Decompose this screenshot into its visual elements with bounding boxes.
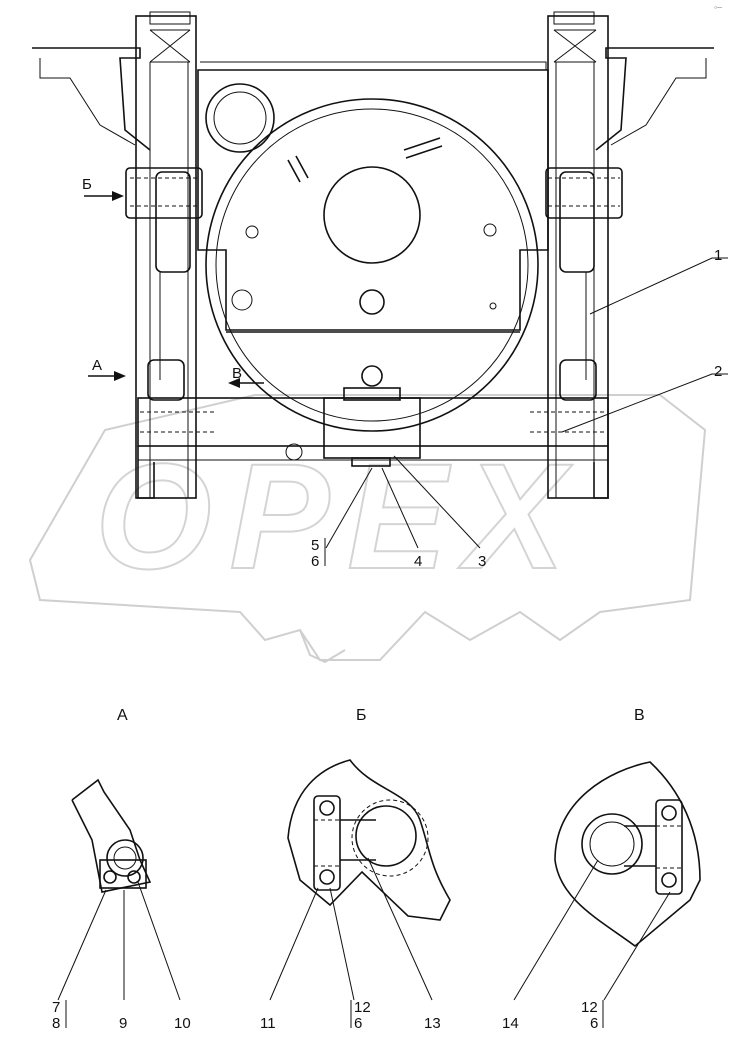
callout-12: 12 xyxy=(354,999,371,1016)
callout-13: 13 xyxy=(424,1015,441,1032)
callout-1: 1 xyxy=(714,247,722,264)
right-bracket xyxy=(595,47,714,151)
callout-6: 6 xyxy=(311,553,319,570)
view-title-a: А xyxy=(117,707,128,724)
callout-6-b: 6 xyxy=(354,1015,362,1032)
main-assembly: Б А В 1 2 3 4 5 6 xyxy=(32,11,728,570)
callout-5: 5 xyxy=(311,537,319,554)
arrow-label-b: Б xyxy=(82,176,92,193)
left-bracket xyxy=(32,47,151,151)
left-column xyxy=(135,15,197,499)
callout-14: 14 xyxy=(502,1015,519,1032)
callout-6-c: 6 xyxy=(590,1015,598,1032)
drum-hub xyxy=(323,166,421,264)
callout-11: 11 xyxy=(260,1015,276,1032)
opex-watermark: OPEX xyxy=(28,394,707,664)
arrow-label-a: А xyxy=(92,357,102,374)
callout-9: 9 xyxy=(119,1015,127,1032)
callout-8: 8 xyxy=(52,1015,60,1032)
callout-2: 2 xyxy=(714,363,722,380)
drum-outer xyxy=(205,98,539,432)
arrow-label-v: В xyxy=(232,365,242,382)
callout-4: 4 xyxy=(414,553,422,570)
view-title-b: Б xyxy=(356,707,367,724)
bolt-head xyxy=(351,457,391,467)
callout-7: 7 xyxy=(52,999,60,1016)
right-column xyxy=(547,15,609,499)
callout-10: 10 xyxy=(174,1015,191,1032)
port-circle xyxy=(205,83,275,153)
corner-mark: ○— xyxy=(714,5,722,11)
callout-3: 3 xyxy=(478,553,486,570)
view-v-detail: 14 12 6 xyxy=(502,761,701,1032)
callout-12-b: 12 xyxy=(581,999,598,1016)
view-title-v: В xyxy=(634,707,645,724)
view-b-detail: 11 12 6 13 xyxy=(260,759,451,1032)
view-a-detail: 7 8 9 10 xyxy=(52,778,191,1032)
